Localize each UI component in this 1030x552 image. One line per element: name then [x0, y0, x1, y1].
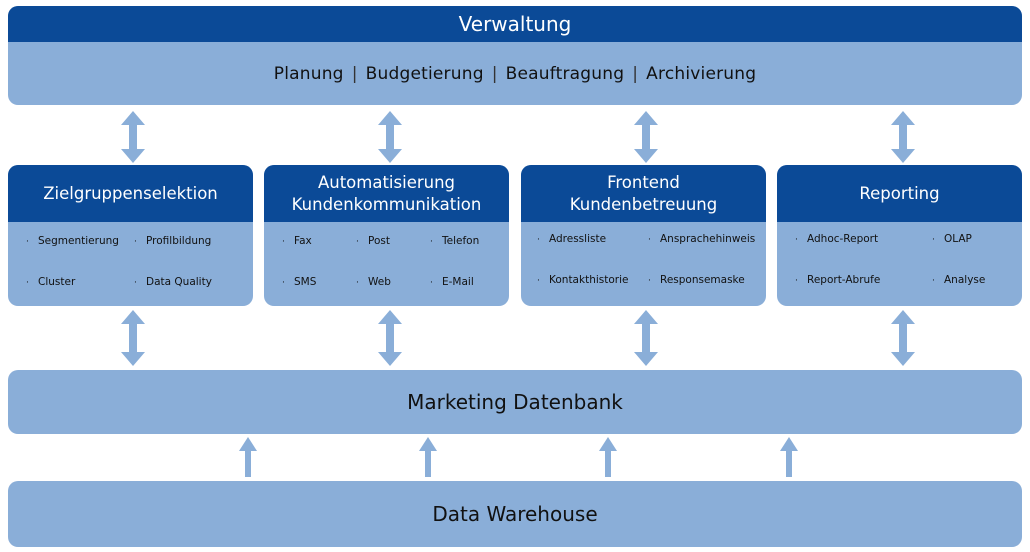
- module-item: · Segmentierung: [26, 235, 119, 247]
- task-separator: |: [491, 63, 498, 84]
- double-arrow-icon: [378, 111, 402, 163]
- bullet: ·: [134, 237, 137, 247]
- up-arrow-icon: [780, 437, 798, 477]
- item-label: Adressliste: [549, 233, 607, 245]
- item-label: Adhoc-Report: [807, 233, 879, 245]
- item-label: Profilbildung: [146, 235, 212, 247]
- item-label: Analyse: [944, 274, 986, 286]
- module-item: · E-Mail: [430, 276, 474, 288]
- module-automatisierung-kundenkommunikation: Automatisierung Kundenkommunikation · Fax…: [264, 165, 509, 306]
- task-separator: |: [632, 63, 639, 84]
- double-arrow-icon: [891, 310, 915, 366]
- verwaltung-panel: Verwaltung Planung | Budgetierung | Beau…: [8, 6, 1022, 105]
- bullet: ·: [795, 276, 798, 286]
- bullet: ·: [26, 278, 29, 288]
- verwaltung-title: Verwaltung: [8, 6, 1022, 42]
- up-arrow-icon: [419, 437, 437, 477]
- item-label: Report-Abrufe: [807, 274, 881, 286]
- verwaltung-tasks: Planung | Budgetierung | Beauftragung | …: [8, 42, 1022, 105]
- bullet: ·: [26, 237, 29, 247]
- module-item: · Adhoc-Report: [795, 233, 878, 245]
- data-warehouse-panel: Data Warehouse: [8, 481, 1022, 547]
- item-label: Data Quality: [146, 276, 212, 288]
- bullet: ·: [356, 278, 359, 288]
- data-warehouse-label: Data Warehouse: [432, 502, 598, 526]
- item-label: Cluster: [38, 276, 76, 288]
- bullet: ·: [648, 235, 651, 245]
- module-title-line: Kundenkommunikation: [291, 194, 482, 214]
- module-item: · Telefon: [430, 235, 479, 247]
- item-label: Telefon: [442, 235, 480, 247]
- module-frontend-kundenbetreuung: Frontend Kundenbetreuung · Adressliste · A…: [521, 165, 766, 306]
- module-title-line: Frontend: [607, 172, 680, 192]
- module-item: · Adressliste: [537, 233, 606, 245]
- module-item: · Cluster: [26, 276, 75, 288]
- double-arrow-icon: [378, 310, 402, 366]
- item-label: Fax: [294, 235, 312, 247]
- module-item: · Report-Abrufe: [795, 274, 880, 286]
- module-item: · Profilbildung: [134, 235, 211, 247]
- bullet: ·: [430, 278, 433, 288]
- bullet: ·: [356, 237, 359, 247]
- double-arrow-icon: [121, 310, 145, 366]
- item-label: Kontakthistorie: [549, 274, 629, 286]
- up-arrow-icon: [599, 437, 617, 477]
- item-label: Segmentierung: [38, 235, 119, 247]
- double-arrow-icon: [634, 310, 658, 366]
- module-item: · Ansprachehinweis: [648, 233, 755, 245]
- module-item: · SMS: [282, 276, 316, 288]
- module-item: · Web: [356, 276, 391, 288]
- marketing-datenbank-label: Marketing Datenbank: [407, 390, 623, 414]
- item-label: Responsemaske: [660, 274, 745, 286]
- module-items: · Adressliste · Ansprachehinweis · Kontakth…: [521, 222, 766, 306]
- bullet: ·: [932, 276, 935, 286]
- marketing-datenbank-panel: Marketing Datenbank: [8, 370, 1022, 434]
- module-items: · Fax · Post · Telefon · SMS · Web · E-Mail: [264, 222, 509, 306]
- task-separator: |: [351, 63, 358, 84]
- double-arrow-icon: [634, 111, 658, 163]
- module-title: Frontend Kundenbetreuung: [521, 165, 766, 222]
- task-planung: Planung: [273, 63, 344, 84]
- item-label: OLAP: [944, 233, 972, 245]
- module-title-line: Kundenbetreuung: [569, 194, 718, 214]
- task-archivierung: Archivierung: [646, 63, 757, 84]
- module-title-line: Reporting: [859, 183, 940, 203]
- bullet: ·: [282, 278, 285, 288]
- module-item: · Data Quality: [134, 276, 212, 288]
- module-item: · Kontakthistorie: [537, 274, 628, 286]
- module-item: · OLAP: [932, 233, 972, 245]
- item-label: Web: [368, 276, 391, 288]
- module-item: · Responsemaske: [648, 274, 745, 286]
- bullet: ·: [282, 237, 285, 247]
- double-arrow-icon: [121, 111, 145, 163]
- bullet: ·: [648, 276, 651, 286]
- task-budgetierung: Budgetierung: [365, 63, 484, 84]
- double-arrow-icon: [891, 111, 915, 163]
- up-arrow-icon: [239, 437, 257, 477]
- module-items: · Adhoc-Report · OLAP · Report-Abrufe · Anal…: [777, 222, 1022, 306]
- item-label: Post: [368, 235, 390, 247]
- bullet: ·: [430, 237, 433, 247]
- module-item: · Analyse: [932, 274, 985, 286]
- module-zielgruppenselektion: Zielgruppenselektion · Segmentierung · Pro…: [8, 165, 253, 306]
- module-title-line: Automatisierung: [317, 172, 456, 192]
- module-items: · Segmentierung · Profilbildung · Cluster ·…: [8, 222, 253, 306]
- bullet: ·: [537, 235, 540, 245]
- bullet: ·: [537, 276, 540, 286]
- bullet: ·: [795, 235, 798, 245]
- module-title-line: Zielgruppenselektion: [43, 183, 218, 203]
- module-title: Automatisierung Kundenkommunikation: [264, 165, 509, 222]
- item-label: Ansprachehinweis: [660, 233, 756, 245]
- item-label: E-Mail: [442, 276, 474, 288]
- module-title: Reporting: [777, 165, 1022, 222]
- module-item: · Post: [356, 235, 390, 247]
- item-label: SMS: [294, 276, 317, 288]
- module-item: · Fax: [282, 235, 312, 247]
- module-title: Zielgruppenselektion: [8, 165, 253, 222]
- bullet: ·: [134, 278, 137, 288]
- task-beauftragung: Beauftragung: [505, 63, 625, 84]
- module-reporting: Reporting · Adhoc-Report · OLAP · Report-Ab…: [777, 165, 1022, 306]
- bullet: ·: [932, 235, 935, 245]
